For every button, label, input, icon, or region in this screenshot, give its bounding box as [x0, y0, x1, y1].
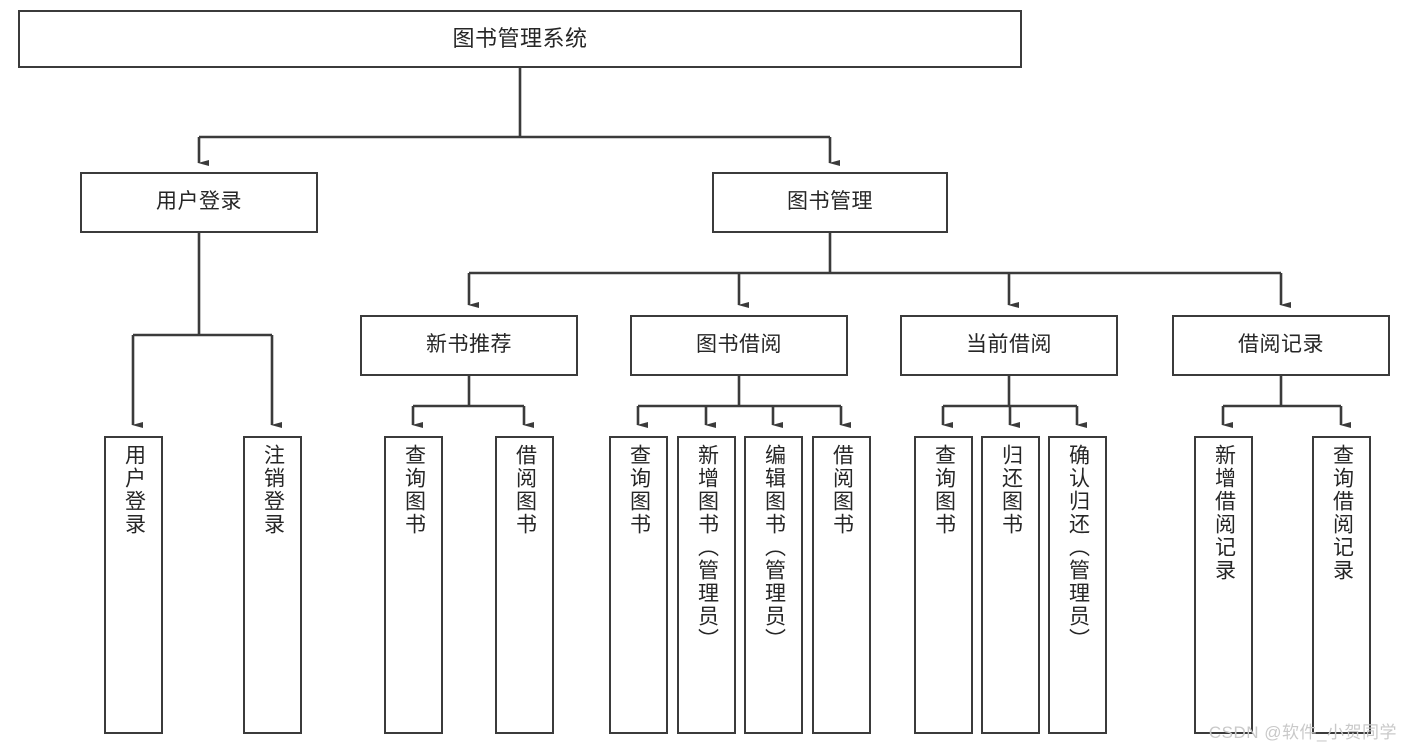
node-label: 查询图书	[402, 444, 426, 536]
leaf-records-add[interactable]: 新增借阅记录	[1194, 436, 1253, 734]
node-new-book-recommend[interactable]: 新书推荐	[360, 315, 578, 376]
node-label: 图书管理	[787, 190, 873, 214]
leaf-current-borrow-return[interactable]: 归还图书	[981, 436, 1040, 734]
node-root-system[interactable]: 图书管理系统	[18, 10, 1022, 68]
node-label: 用户登录	[122, 444, 146, 536]
leaf-book-borrow-borrow[interactable]: 借阅图书	[812, 436, 871, 734]
node-label: 借阅记录	[1238, 333, 1324, 357]
node-label: 查询借阅记录	[1330, 444, 1354, 582]
leaf-user-login-logout[interactable]: 注销登录	[243, 436, 302, 734]
leaf-records-query[interactable]: 查询借阅记录	[1312, 436, 1371, 734]
node-label: 新书推荐	[426, 333, 512, 357]
node-user-login[interactable]: 用户登录	[80, 172, 318, 233]
node-label: 用户登录	[156, 190, 242, 214]
node-label: 图书借阅	[696, 333, 782, 357]
node-label: 确认归还（管理员）	[1066, 444, 1090, 651]
csdn-watermark: CSDN @软件_小贺同学	[1208, 723, 1397, 742]
node-label: 注销登录	[261, 444, 285, 536]
leaf-new-books-query[interactable]: 查询图书	[384, 436, 443, 734]
node-label: 新增借阅记录	[1212, 444, 1236, 582]
node-label: 编辑图书（管理员）	[762, 444, 786, 651]
node-book-borrow[interactable]: 图书借阅	[630, 315, 848, 376]
node-label: 借阅图书	[513, 444, 537, 536]
leaf-book-borrow-add[interactable]: 新增图书（管理员）	[677, 436, 736, 734]
node-label: 查询图书	[627, 444, 651, 536]
leaf-current-borrow-confirm-return[interactable]: 确认归还（管理员）	[1048, 436, 1107, 734]
node-label: 借阅图书	[830, 444, 854, 536]
leaf-book-borrow-edit[interactable]: 编辑图书（管理员）	[744, 436, 803, 734]
node-borrow-records[interactable]: 借阅记录	[1172, 315, 1390, 376]
node-label: 图书管理系统	[452, 26, 588, 52]
node-book-management[interactable]: 图书管理	[712, 172, 948, 233]
node-label: 归还图书	[999, 444, 1023, 536]
leaf-new-books-borrow[interactable]: 借阅图书	[495, 436, 554, 734]
node-label: 新增图书（管理员）	[695, 444, 719, 651]
leaf-user-login-login[interactable]: 用户登录	[104, 436, 163, 734]
node-label: 查询图书	[932, 444, 956, 536]
node-current-borrow[interactable]: 当前借阅	[900, 315, 1118, 376]
leaf-current-borrow-query[interactable]: 查询图书	[914, 436, 973, 734]
leaf-book-borrow-query[interactable]: 查询图书	[609, 436, 668, 734]
node-label: 当前借阅	[966, 333, 1052, 357]
